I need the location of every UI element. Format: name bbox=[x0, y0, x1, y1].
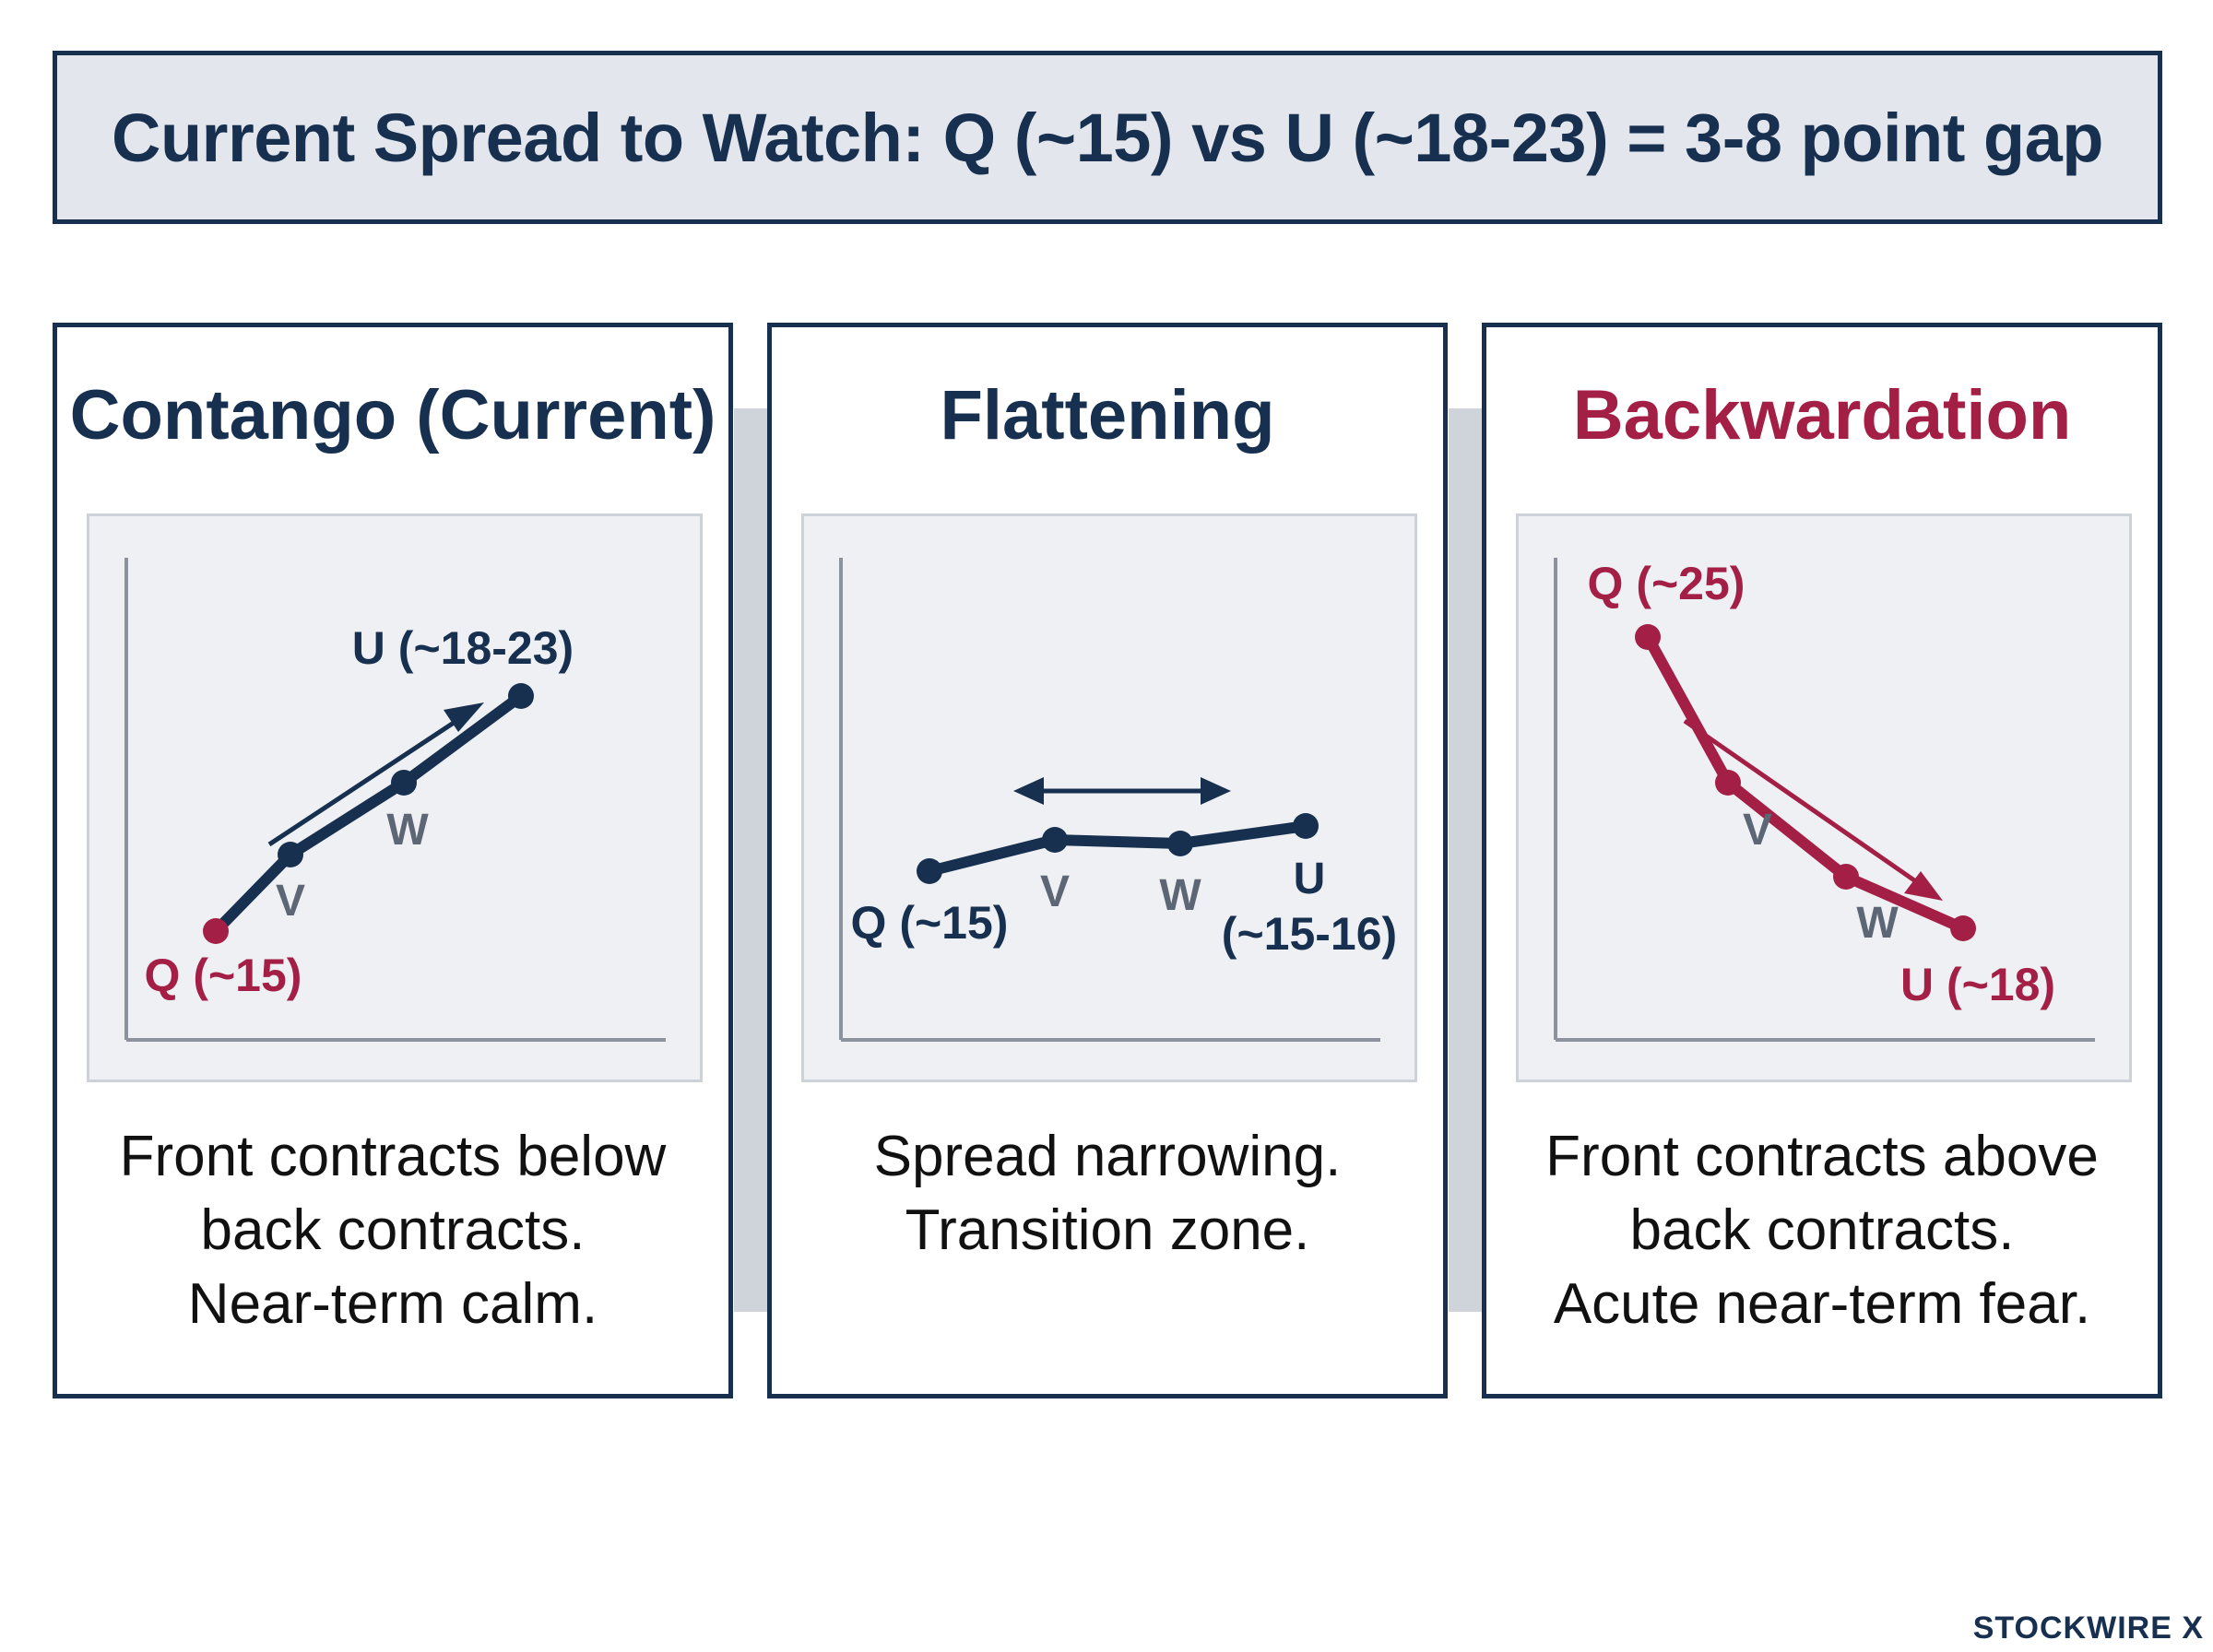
label-u: U (~18) bbox=[1900, 959, 2055, 1010]
trend-arrow-head bbox=[444, 702, 484, 732]
label-v: V bbox=[1040, 867, 1070, 916]
point-w bbox=[1833, 864, 1859, 890]
contango-chart-svg: Q (~15) V W U (~18-23) bbox=[124, 558, 666, 1042]
desc-line: back contracts. bbox=[200, 1198, 586, 1262]
panel-shadow bbox=[734, 408, 773, 1312]
desc-line: Near-term calm. bbox=[187, 1272, 598, 1336]
panel-description: Spread narrowing. Transition zone. bbox=[772, 1120, 1443, 1268]
panel-description: Front contracts below back contracts. Ne… bbox=[57, 1120, 728, 1341]
label-u: U (~18-23) bbox=[352, 622, 574, 674]
trend-arrow-line bbox=[1683, 718, 1919, 885]
point-q bbox=[917, 858, 942, 884]
label-w: W bbox=[1159, 871, 1201, 920]
point-w bbox=[1167, 831, 1193, 856]
range-arrow-head-right bbox=[1201, 777, 1231, 805]
point-u bbox=[1950, 915, 1976, 941]
brand-logo: STOCKWIRE X bbox=[1972, 1611, 2204, 1646]
backwardation-chart: Q (~25) V W U (~18) bbox=[1516, 513, 2132, 1082]
headline-banner: Current Spread to Watch: Q (~15) vs U (~… bbox=[53, 51, 2162, 224]
desc-line: Spread narrowing. bbox=[873, 1125, 1342, 1188]
point-u bbox=[1293, 813, 1319, 839]
series-line bbox=[210, 690, 527, 937]
label-u: U bbox=[1294, 855, 1326, 903]
flattening-chart: Q (~15) V W U (~15-16) bbox=[801, 513, 1417, 1082]
panel-title: Contango (Current) bbox=[69, 376, 716, 454]
trend-arrow-head bbox=[1904, 871, 1943, 901]
label-w: W bbox=[1856, 899, 1899, 948]
label-q: Q (~15) bbox=[145, 950, 302, 1001]
point-v bbox=[1715, 770, 1741, 796]
panel-contango: Contango (Current) Q (~15) V W U (~18-23… bbox=[53, 323, 733, 1398]
desc-line: Transition zone. bbox=[905, 1198, 1310, 1262]
panel-description: Front contracts above back contracts. Ac… bbox=[1486, 1120, 2158, 1341]
panel-backwardation: Backwardation Q (~25) V W U (~18) Front … bbox=[1482, 323, 2162, 1398]
range-arrow-head-left bbox=[1013, 777, 1044, 805]
label-w: W bbox=[386, 806, 429, 855]
panel-flattening: Flattening Q (~15) V W U (~15-16) Spread… bbox=[767, 323, 1448, 1398]
point-q bbox=[1635, 624, 1661, 650]
trend-arrow-line bbox=[267, 720, 456, 847]
point-v bbox=[1042, 827, 1068, 853]
point-u bbox=[508, 683, 534, 709]
point-w bbox=[391, 770, 417, 796]
backwardation-chart-svg: Q (~25) V W U (~18) bbox=[1554, 558, 2095, 1042]
desc-line: Front contracts below bbox=[119, 1125, 667, 1188]
desc-line: back contracts. bbox=[1629, 1198, 2015, 1262]
headline-text: Current Spread to Watch: Q (~15) vs U (~… bbox=[112, 99, 2104, 176]
label-q: Q (~25) bbox=[1588, 558, 1746, 609]
label-v: V bbox=[276, 877, 305, 926]
point-q bbox=[203, 918, 229, 944]
series-line bbox=[924, 820, 1311, 877]
desc-line: Acute near-term fear. bbox=[1553, 1272, 2091, 1336]
series-line bbox=[1642, 631, 1969, 934]
contango-chart: Q (~15) V W U (~18-23) bbox=[87, 513, 703, 1082]
panel-title: Flattening bbox=[940, 376, 1275, 454]
label-v: V bbox=[1743, 806, 1772, 855]
panel-shadow bbox=[1449, 408, 1487, 1312]
point-v bbox=[278, 842, 303, 867]
desc-line: Front contracts above bbox=[1545, 1125, 2099, 1188]
label-u-value: (~15-16) bbox=[1222, 908, 1397, 960]
panel-title: Backwardation bbox=[1572, 376, 2072, 454]
label-q: Q (~15) bbox=[851, 897, 1009, 949]
flattening-chart-svg: Q (~15) V W U (~15-16) bbox=[839, 558, 1397, 1042]
